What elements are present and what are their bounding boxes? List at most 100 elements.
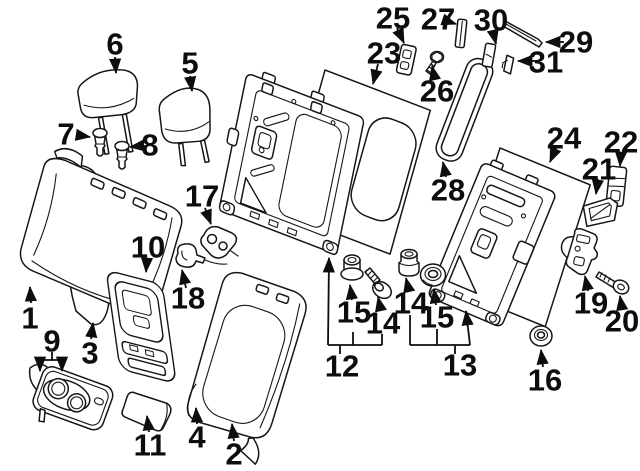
callout-18[interactable]: 18 [171, 268, 205, 316]
callout-13[interactable]: 13 [409, 309, 477, 383]
callout-label-15a[interactable]: 15 [337, 295, 371, 330]
callout-9[interactable]: 9 [33, 324, 69, 373]
callout-label-6[interactable]: 6 [106, 27, 123, 62]
part-latch-bezel [582, 197, 619, 228]
parts-layer [19, 18, 630, 465]
callout-8[interactable]: 8 [128, 128, 159, 163]
callout-30[interactable]: 30 [474, 3, 508, 46]
callout-arrow-5 [184, 75, 197, 93]
callout-label-27[interactable]: 27 [421, 2, 455, 37]
callout-label-21[interactable]: 21 [582, 152, 616, 187]
callout-arrow-26 [429, 64, 442, 82]
callout-arrow-14a [375, 295, 388, 313]
callout-label-4[interactable]: 4 [188, 420, 206, 455]
callout-label-19[interactable]: 19 [574, 286, 608, 321]
callout-5[interactable]: 5 [181, 46, 199, 93]
callout-label-17[interactable]: 17 [185, 179, 219, 214]
callout-label-13[interactable]: 13 [443, 348, 477, 383]
callout-label-7[interactable]: 7 [57, 117, 74, 152]
callout-label-22[interactable]: 22 [604, 125, 638, 160]
part-trim-strip-b [481, 42, 497, 68]
callout-label-25[interactable]: 25 [376, 1, 410, 36]
callout-label-14a[interactable]: 14 [366, 306, 401, 341]
callout-7[interactable]: 7 [57, 117, 92, 152]
callout-label-11[interactable]: 11 [134, 428, 167, 463]
callout-26[interactable]: 26 [420, 64, 454, 109]
callout-21[interactable]: 21 [582, 152, 616, 196]
callout-23[interactable]: 23 [367, 36, 401, 86]
callout-label-2[interactable]: 2 [225, 437, 242, 471]
callout-arrow-11 [142, 414, 155, 433]
callout-16[interactable]: 16 [528, 348, 562, 398]
callout-arrow-10 [140, 257, 154, 274]
callout-label-28[interactable]: 28 [431, 173, 465, 208]
callout-label-16[interactable]: 16 [528, 363, 562, 398]
callout-label-29[interactable]: 29 [559, 25, 593, 60]
callout-2[interactable]: 2 [225, 422, 243, 471]
callout-20[interactable]: 20 [605, 294, 639, 339]
callout-label-23[interactable]: 23 [367, 36, 401, 71]
part-bushing-left [340, 254, 364, 281]
part-cupholder-tray [32, 366, 114, 431]
callout-arrow-6 [108, 56, 122, 75]
callout-1[interactable]: 1 [21, 285, 39, 336]
callout-24[interactable]: 24 [547, 121, 582, 163]
callout-label-15b[interactable]: 15 [420, 300, 454, 335]
callout-19[interactable]: 19 [574, 274, 608, 321]
callout-label-3[interactable]: 3 [81, 336, 98, 371]
callout-11[interactable]: 11 [134, 414, 167, 463]
callout-10[interactable]: 10 [131, 230, 165, 274]
callout-label-26[interactable]: 26 [420, 74, 454, 109]
callout-label-30[interactable]: 30 [474, 3, 508, 38]
callout-arrow-19 [581, 274, 594, 292]
callout-12[interactable]: 12 [322, 256, 383, 384]
callout-17[interactable]: 17 [185, 179, 219, 226]
callout-label-12[interactable]: 12 [325, 349, 359, 384]
part-seat-frame-right [428, 159, 556, 327]
callout-arrow-2 [227, 422, 240, 442]
callout-label-9[interactable]: 9 [43, 324, 60, 359]
part-grommet-floor [529, 325, 553, 347]
callout-14b[interactable]: 14 [394, 276, 429, 321]
callout-3[interactable]: 3 [81, 321, 99, 371]
callout-22[interactable]: 22 [604, 125, 638, 168]
part-clip [501, 54, 515, 75]
part-hinge-guide [200, 225, 239, 259]
callout-14a[interactable]: 14 [366, 295, 401, 341]
part-hook-bracket [175, 243, 228, 268]
callout-arrow-22 [614, 151, 628, 168]
callout-15a[interactable]: 15 [337, 283, 371, 330]
callout-4[interactable]: 4 [188, 406, 206, 455]
callout-label-20[interactable]: 20 [605, 304, 639, 339]
callout-31[interactable]: 31 [516, 45, 563, 80]
part-guide-sleeve-a [92, 127, 108, 157]
callout-label-31[interactable]: 31 [529, 45, 563, 80]
part-mount-bracket [395, 43, 417, 76]
callout-arrow-13 [461, 309, 474, 346]
callout-label-14b[interactable]: 14 [394, 286, 429, 321]
part-headrest-left [77, 68, 139, 156]
callout-27[interactable]: 27 [421, 2, 458, 37]
callout-label-1[interactable]: 1 [21, 301, 38, 336]
callout-label-10[interactable]: 10 [131, 230, 165, 265]
callout-arrow-15b [429, 287, 442, 306]
callout-15b[interactable]: 15 [420, 287, 454, 335]
callout-28[interactable]: 28 [431, 160, 465, 208]
callout-label-24[interactable]: 24 [547, 121, 582, 156]
part-cover-flap [239, 437, 260, 465]
callout-6[interactable]: 6 [106, 27, 124, 75]
part-latch [565, 227, 599, 276]
callout-label-5[interactable]: 5 [181, 46, 198, 81]
callout-arrow-15a [345, 283, 358, 301]
callout-arrow-28 [439, 160, 452, 178]
part-seat-back-cover-right [186, 271, 307, 465]
callout-29[interactable]: 29 [544, 25, 593, 60]
callout-label-18[interactable]: 18 [171, 281, 205, 316]
callout-25[interactable]: 25 [376, 1, 410, 44]
callout-label-8[interactable]: 8 [141, 128, 158, 163]
part-support-rod [502, 20, 543, 48]
part-screw [425, 50, 445, 75]
